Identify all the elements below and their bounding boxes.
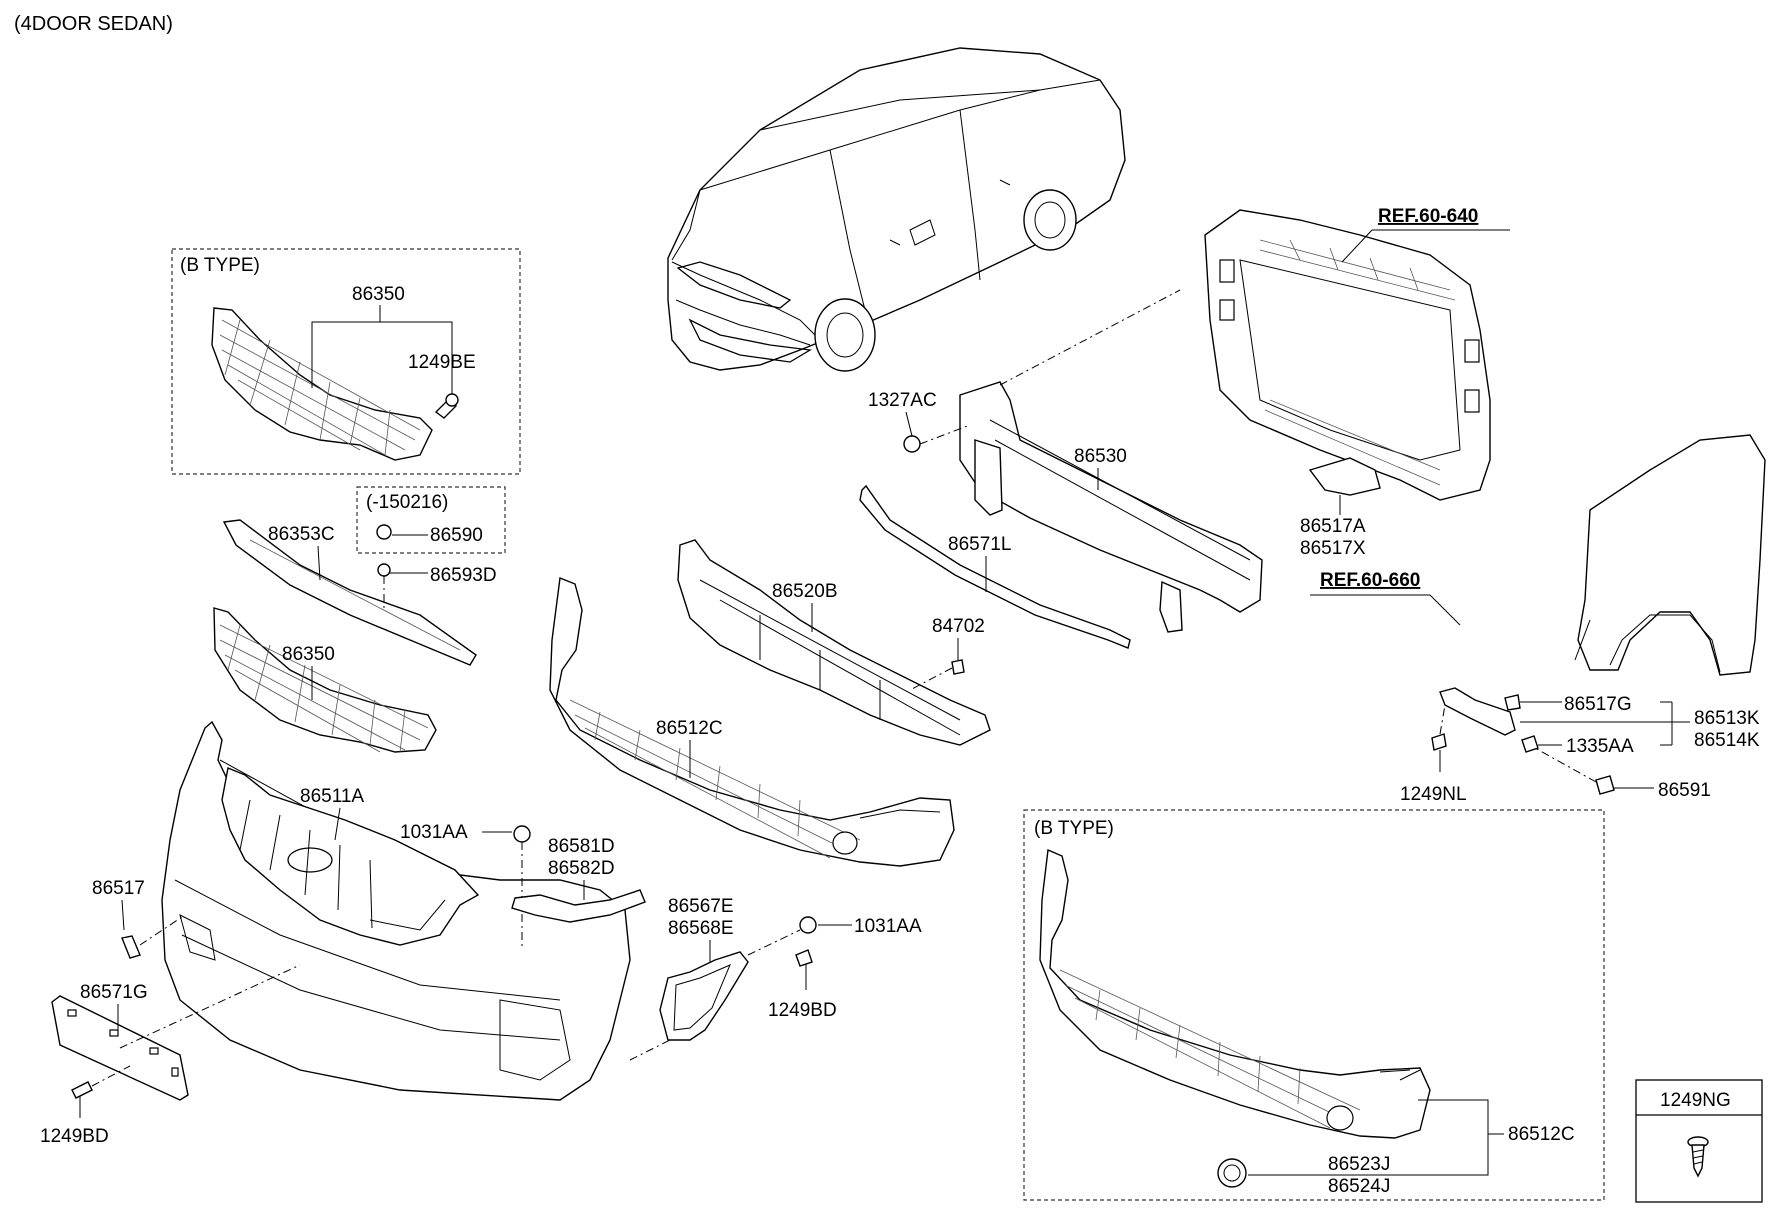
label-1031AA-a: 1031AA: [400, 822, 468, 843]
label-86517X: 86517X: [1300, 538, 1366, 559]
part-86511A: [221, 767, 480, 946]
range-note-box: [356, 486, 506, 554]
label-1249BD-a: 1249BD: [40, 1126, 109, 1147]
label-1249BE: 1249BE: [408, 352, 476, 373]
label-1327AC: 1327AC: [868, 390, 937, 411]
part-86353C: [222, 519, 477, 666]
part-86530: [959, 381, 1263, 633]
label-86593D: 86593D: [430, 565, 497, 586]
range-note-label: (-150216): [366, 492, 448, 513]
label-86571G: 86571G: [80, 982, 148, 1003]
label-86350-top: 86350: [352, 284, 405, 305]
label-86353C: 86353C: [268, 524, 335, 545]
label-86567E: 86567E: [668, 896, 734, 917]
label-86571L: 86571L: [948, 534, 1011, 555]
label-86512C-a: 86512C: [656, 718, 723, 739]
radiator-support: [1204, 209, 1491, 501]
part-86567E: [659, 951, 749, 1041]
label-86523J: 86523J: [1328, 1154, 1390, 1175]
screw-icon: [1687, 1136, 1709, 1178]
label-86514K: 86514K: [1694, 730, 1760, 751]
part-86512C-upper: [549, 577, 955, 867]
label-1249BD-b: 1249BD: [768, 1000, 837, 1021]
label-86517: 86517: [92, 878, 145, 899]
label-86513K: 86513K: [1694, 708, 1760, 729]
legend-code: 1249NG: [1660, 1090, 1731, 1111]
label-86517A: 86517A: [1300, 516, 1366, 537]
label-1031AA-b: 1031AA: [854, 916, 922, 937]
label-86517G: 86517G: [1564, 694, 1632, 715]
label-86590: 86590: [430, 525, 483, 546]
diagram-title: (4DOOR SEDAN): [14, 13, 173, 35]
label-86581D: 86581D: [548, 836, 615, 857]
label-86591: 86591: [1658, 780, 1711, 801]
b-type-lower-box: [1023, 809, 1605, 1201]
label-86524J: 86524J: [1328, 1176, 1390, 1197]
part-86520B: [677, 539, 991, 746]
label-86568E: 86568E: [668, 918, 734, 939]
label-1249NL: 1249NL: [1400, 784, 1467, 805]
label-86530: 86530: [1074, 446, 1127, 467]
front-fender: [1574, 434, 1766, 676]
ref-60-640: REF.60-640: [1378, 206, 1478, 227]
grille-top-part: [211, 307, 433, 461]
b-type-grille-label: (B TYPE): [180, 255, 260, 276]
b-type-lower-label: (B TYPE): [1034, 818, 1114, 839]
label-1335AA: 1335AA: [1566, 736, 1634, 757]
part-86571L: [859, 484, 1131, 649]
ref-60-660: REF.60-660: [1320, 570, 1420, 591]
label-86582D: 86582D: [548, 858, 615, 879]
label-86520B: 86520B: [772, 581, 838, 602]
label-86350-mid: 86350: [282, 644, 335, 665]
label-86511A: 86511A: [300, 786, 364, 807]
label-86512C-b: 86512C: [1508, 1124, 1575, 1145]
part-86512C-lower: [1039, 848, 1431, 1139]
label-84702: 84702: [932, 616, 985, 637]
legend-box: 1249NG: [1635, 1079, 1763, 1203]
car-illustration: [667, 47, 1126, 372]
grille-middle-part: [213, 607, 437, 753]
